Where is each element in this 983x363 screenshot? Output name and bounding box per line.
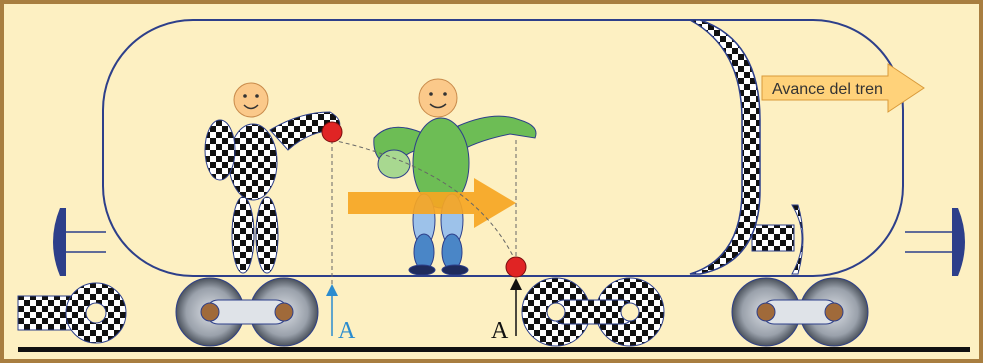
point-a-right-arrow — [510, 278, 522, 336]
point-a-right-label: A — [491, 318, 509, 344]
wheelset-2 — [521, 277, 665, 347]
right-buffer — [905, 208, 965, 276]
ball-start — [321, 121, 343, 143]
advance-label: Avance del tren — [772, 81, 883, 98]
rail — [18, 347, 970, 352]
wheelset-1 — [175, 277, 319, 347]
point-a-left-label: A — [338, 318, 356, 344]
left-coupling — [17, 282, 127, 344]
checkered-person-icon — [204, 82, 341, 274]
wagon-body — [102, 19, 904, 277]
ball-end — [505, 256, 527, 278]
left-buffer — [53, 208, 106, 276]
green-person-icon — [373, 78, 537, 276]
right-coupling — [751, 204, 804, 275]
wagon-end-wall — [689, 19, 761, 275]
trajectory-lines — [331, 139, 517, 290]
wheelset-3 — [731, 277, 869, 347]
point-a-left-arrow — [326, 284, 338, 336]
advance-arrow — [761, 63, 925, 113]
motion-arrow — [348, 178, 516, 228]
